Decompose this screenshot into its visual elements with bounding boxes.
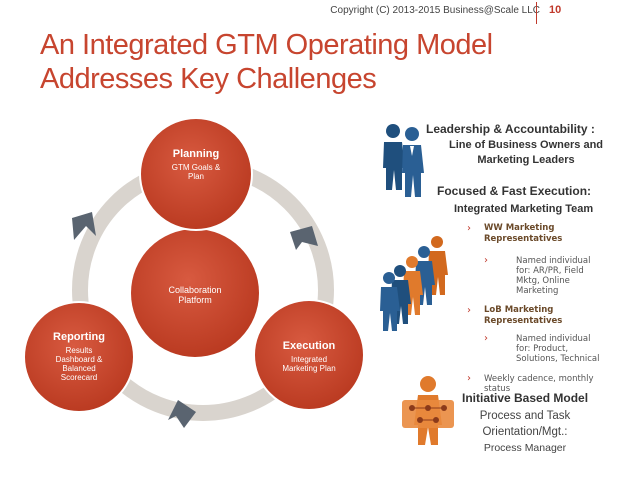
bullet-ww-sub-line-3: Mktg, Online bbox=[516, 276, 570, 286]
initiative-line-1: Process and Task bbox=[479, 410, 571, 422]
bullet-ww-sub-line-2: for: AR/PR, Field bbox=[516, 266, 584, 276]
title-line-1: An Integrated GTM Operating Model bbox=[40, 29, 493, 61]
page-number: 10 bbox=[549, 4, 562, 16]
bullet-ww-sub-line-4: Marketing bbox=[516, 286, 559, 296]
reporting-circle bbox=[23, 301, 135, 413]
bullet-ww-line-2: Representatives bbox=[484, 234, 563, 244]
bullet-ww-sub-line-1: Named individual bbox=[516, 256, 591, 266]
center-line-2: Platform bbox=[178, 295, 212, 305]
center-line-1: Collaboration bbox=[168, 285, 222, 295]
center-circle bbox=[131, 229, 259, 357]
bullet-weekly-line-1: Weekly cadence, monthly bbox=[484, 374, 594, 384]
bullet-lob-line-2: Representatives bbox=[484, 316, 563, 326]
cycle-arrow-right bbox=[290, 226, 318, 250]
bullet-lob: › LoB Marketing Representatives bbox=[467, 305, 563, 327]
reporting-line-1: Results bbox=[65, 346, 93, 355]
initiative-line-3: Process Manager bbox=[483, 442, 567, 454]
bullet-lob-sub-line-1: Named individual bbox=[516, 334, 591, 344]
copyright-text: Copyright (C) 2013-2015 Business@Scale L… bbox=[330, 5, 540, 16]
chevron-icon: › bbox=[484, 333, 488, 344]
title-line-2: Addresses Key Challenges bbox=[40, 63, 377, 95]
execution-team-heading: Focused & Fast Execution: bbox=[437, 184, 592, 198]
leadership-desc: Line of Business Owners and Marketing Le… bbox=[426, 138, 626, 168]
planning-circle bbox=[139, 117, 253, 231]
execution-line-1: Integrated bbox=[290, 355, 328, 364]
slide-title: An Integrated GTM Operating Model Addres… bbox=[40, 28, 493, 96]
center-label: Collaboration Platform bbox=[145, 282, 245, 305]
leadership-line-1: Line of Business Owners and bbox=[448, 139, 604, 151]
chevron-icon: › bbox=[484, 255, 488, 266]
bullet-lob-sub-line-2: for: Product, bbox=[516, 344, 569, 354]
cycle-arrow-top-left bbox=[72, 212, 96, 240]
planning-heading: Planning bbox=[172, 148, 220, 160]
bullet-ww-line-1: WW Marketing bbox=[484, 223, 555, 233]
reporting-label: Reporting Results Dashboard & Balanced S… bbox=[29, 331, 129, 382]
leadership-heading: Leadership & Accountability : bbox=[426, 122, 595, 136]
chevron-icon: › bbox=[467, 373, 471, 384]
reporting-heading: Reporting bbox=[53, 331, 105, 343]
execution-label: Execution Integrated Marketing Plan bbox=[259, 340, 359, 373]
bullet-ww: › WW Marketing Representatives bbox=[467, 223, 563, 245]
planning-line-1: GTM Goals & bbox=[171, 163, 221, 172]
bullet-ww-sub: › Named individual for: AR/PR, Field Mkt… bbox=[484, 255, 591, 297]
execution-line-2: Marketing Plan bbox=[282, 364, 336, 373]
header-divider bbox=[536, 2, 537, 24]
planning-label: Planning GTM Goals & Plan bbox=[146, 148, 246, 181]
cycle-arrow-bottom bbox=[168, 400, 196, 428]
bullet-lob-line-1: LoB Marketing bbox=[484, 305, 554, 315]
bullet-lob-sub: › Named individual for: Product, Solutio… bbox=[484, 333, 600, 365]
chevron-icon: › bbox=[467, 305, 471, 316]
bullet-weekly-line-2: status bbox=[484, 384, 511, 394]
planning-line-2: Plan bbox=[187, 172, 204, 181]
bullet-lob-sub-line-3: Solutions, Technical bbox=[516, 354, 600, 364]
bullet-weekly: › Weekly cadence, monthly status bbox=[467, 373, 594, 395]
initiative-desc: Process and Task Orientation/Mgt.: Proce… bbox=[460, 408, 590, 456]
initiative-line-2: Orientation/Mgt.: bbox=[482, 426, 568, 438]
reporting-line-3: Balanced bbox=[62, 364, 96, 373]
reporting-line-2: Dashboard & bbox=[55, 355, 103, 364]
header-bar: Copyright (C) 2013-2015 Business@Scale L… bbox=[0, 0, 638, 26]
chevron-icon: › bbox=[467, 223, 471, 234]
initiative-heading: Initiative Based Model bbox=[461, 391, 590, 405]
execution-team-sub: Integrated Marketing Team bbox=[454, 203, 594, 215]
execution-circle bbox=[253, 299, 365, 411]
team-people-icon bbox=[380, 236, 448, 331]
reporting-line-4: Scorecard bbox=[60, 373, 98, 382]
execution-heading: Execution bbox=[282, 340, 336, 352]
initiative-people-icon bbox=[402, 376, 454, 445]
leadership-line-2: Marketing Leaders bbox=[477, 154, 575, 166]
leadership-people-icon bbox=[383, 124, 424, 197]
